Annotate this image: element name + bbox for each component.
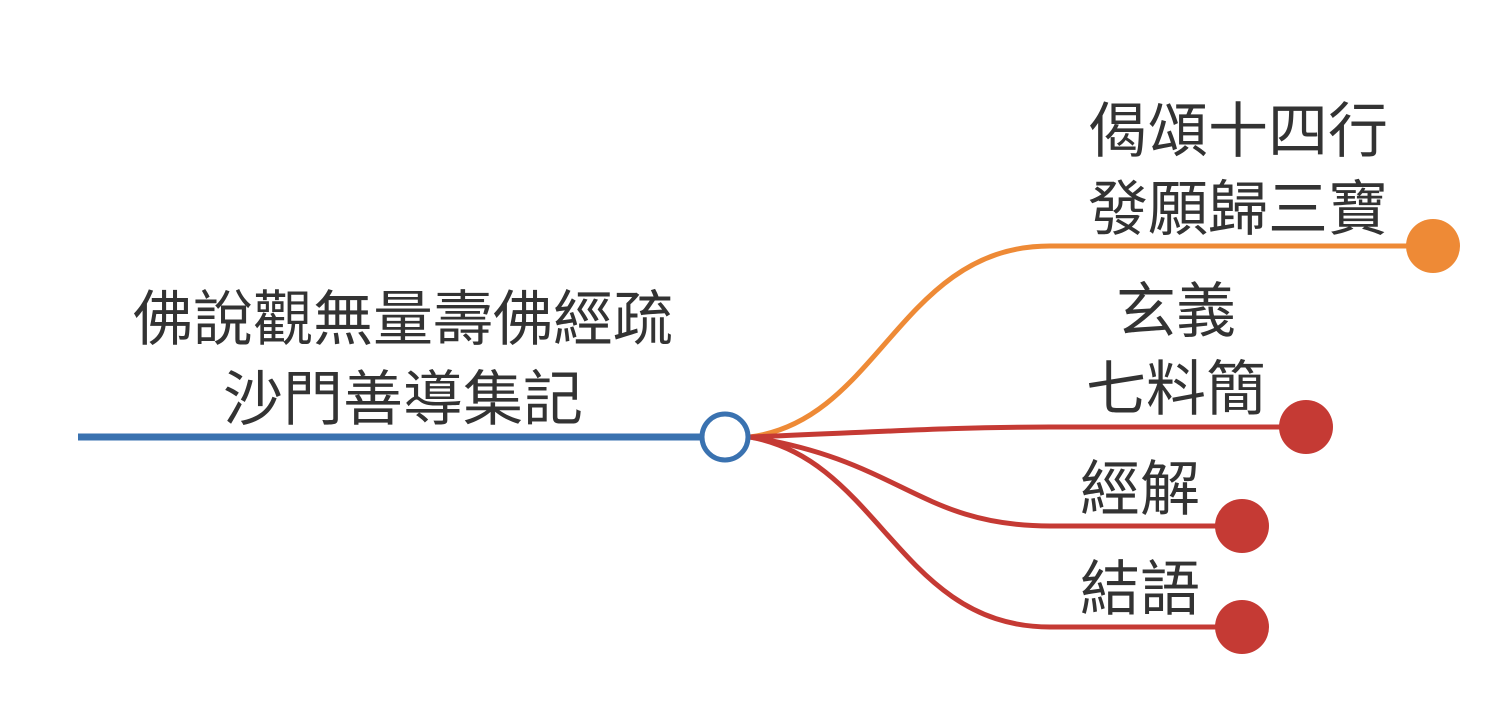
branch-4-label[interactable]: 結語 xyxy=(1080,555,1200,625)
branch-1-line2[interactable]: 發願歸三寶 xyxy=(1088,175,1388,245)
root-title-line1[interactable]: 佛說觀無量壽佛經疏 xyxy=(133,285,673,355)
branch-1-line1[interactable]: 偈頌十四行 xyxy=(1088,97,1388,167)
root-title-line2[interactable]: 沙門善導集記 xyxy=(223,365,583,435)
branch-3-label[interactable]: 經解 xyxy=(1080,455,1200,525)
branch-connector-4 xyxy=(749,434,1220,630)
branch-2-collapse-dot[interactable] xyxy=(1279,400,1333,454)
branch-connector-3 xyxy=(749,434,1220,529)
branch-2-line1[interactable]: 玄義 xyxy=(1116,277,1236,347)
branch-4-collapse-dot[interactable] xyxy=(1215,600,1269,654)
branch-3-collapse-dot[interactable] xyxy=(1215,499,1269,553)
branch-connector-1 xyxy=(749,243,1410,440)
branch-1-collapse-dot[interactable] xyxy=(1406,219,1460,273)
branch-2-line2[interactable]: 七料簡 xyxy=(1086,355,1266,425)
branch-connector-2 xyxy=(749,424,1285,440)
root-collapse-toggle[interactable] xyxy=(699,411,751,463)
